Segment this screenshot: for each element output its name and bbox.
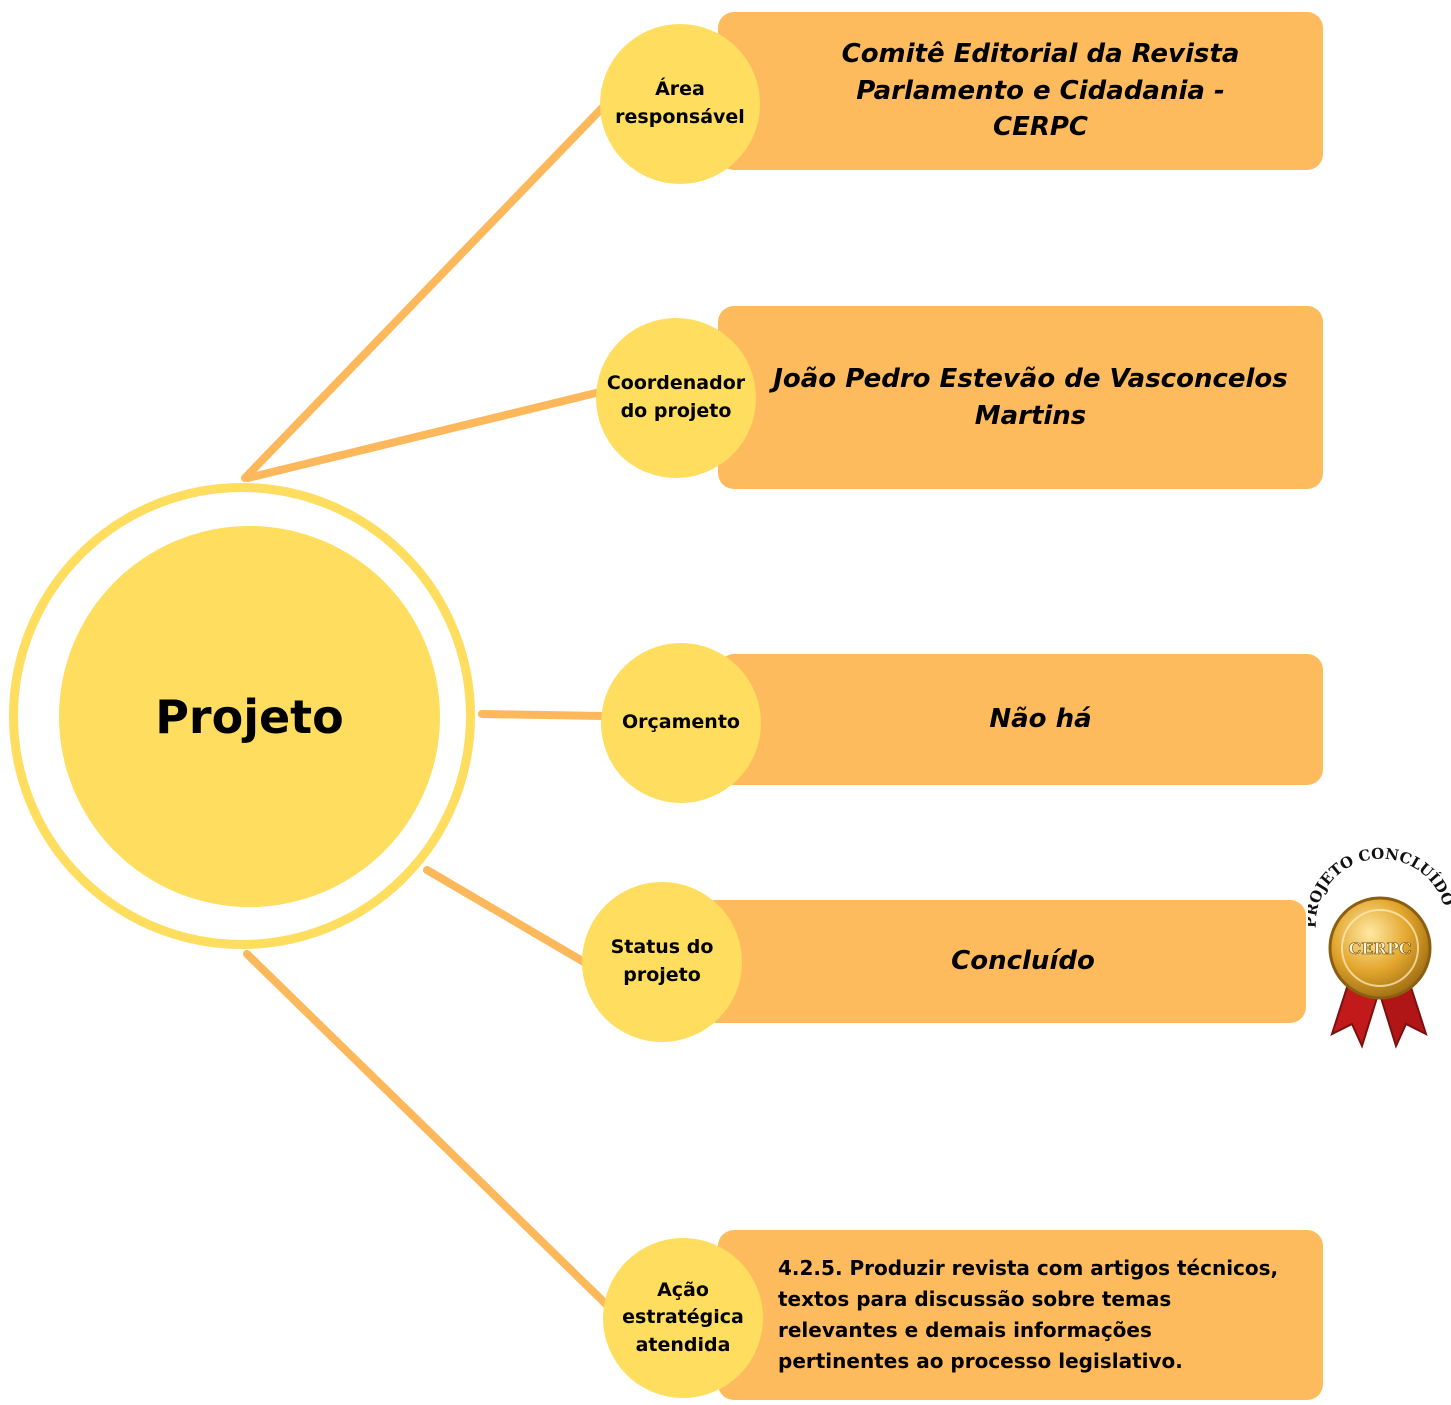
connector-line [241, 101, 609, 482]
node-label: Área responsável [615, 78, 745, 128]
node-area-responsavel: Área responsável [600, 24, 760, 184]
node-label: Status do projeto [610, 936, 714, 986]
value-box-status: Concluído [700, 900, 1306, 1023]
seal-center-text: CERPC [1349, 939, 1412, 958]
value-text-status: Concluído [951, 946, 1095, 977]
completion-seal-icon: PROJETO CONCLUÍDO CERPC [1308, 845, 1451, 1049]
node-coordenador: Coordenador do projeto [596, 318, 756, 478]
value-box-area: Comitê Editorial da Revista Parlamento e… [718, 12, 1323, 170]
connector-line [423, 866, 588, 966]
connector-line [244, 388, 604, 482]
node-label: Orçamento [622, 711, 740, 734]
node-acao: Ação estratégica atendida [603, 1238, 763, 1398]
value-text-orcamento: Não há [989, 704, 1092, 735]
hub-title: Projeto [155, 689, 344, 744]
node-label: Ação estratégica atendida [622, 1278, 744, 1356]
node-status: Status do projeto [582, 882, 742, 1042]
value-box-acao: 4.2.5. Produzir revista com artigos técn… [718, 1230, 1323, 1400]
connector-line [243, 950, 616, 1314]
connector-line [478, 710, 606, 720]
node-orcamento: Orçamento [601, 643, 761, 803]
value-box-coordenador: João Pedro Estevão de Vasconcelos Martin… [718, 306, 1323, 489]
node-label: Coordenador do projeto [606, 372, 746, 422]
value-text-acao: 4.2.5. Produzir revista com artigos técn… [778, 1256, 1279, 1373]
value-text-coordenador: João Pedro Estevão de Vasconcelos Martin… [773, 364, 1288, 431]
value-box-orcamento: Não há [718, 654, 1323, 785]
hub-circle: Projeto [59, 526, 440, 907]
value-text-area: Comitê Editorial da Revista Parlamento e… [841, 39, 1240, 143]
